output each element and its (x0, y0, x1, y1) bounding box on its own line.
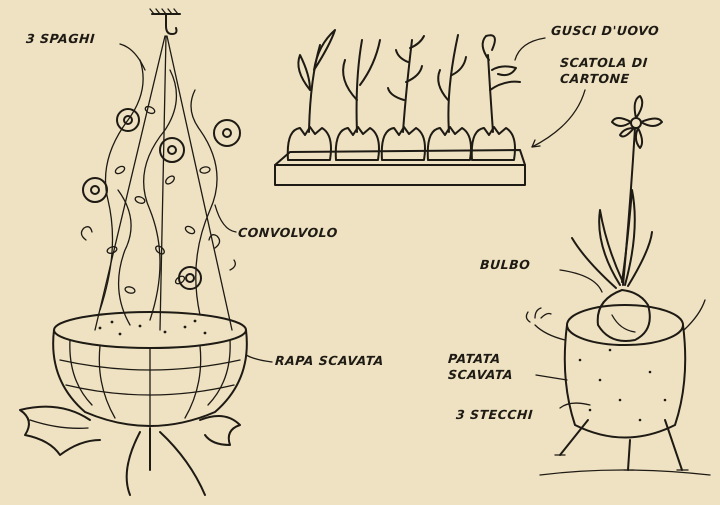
label-scavata: SCAVATA (448, 368, 514, 382)
label-gusci-d-uovo: GUSCI D'UOVO (551, 24, 660, 38)
label-cartone: CARTONE (560, 72, 631, 86)
label-3-stecchi: 3 STECCHI (456, 408, 534, 422)
potato-bulb-stand (526, 96, 710, 475)
label-rapa-scavata: RAPA SCAVATA (275, 354, 385, 368)
label-convolvolo: CONVOLVOLO (238, 226, 339, 240)
label-bulbo: BULBO (480, 258, 531, 272)
eggshell-seedling-box (275, 30, 585, 185)
label-3-spaghi: 3 SPAGHI (26, 32, 96, 46)
label-patata: PATATA (448, 352, 502, 366)
hanging-turnip-planter (20, 9, 247, 495)
label-scatola-di: SCATOLA DI (560, 56, 649, 70)
